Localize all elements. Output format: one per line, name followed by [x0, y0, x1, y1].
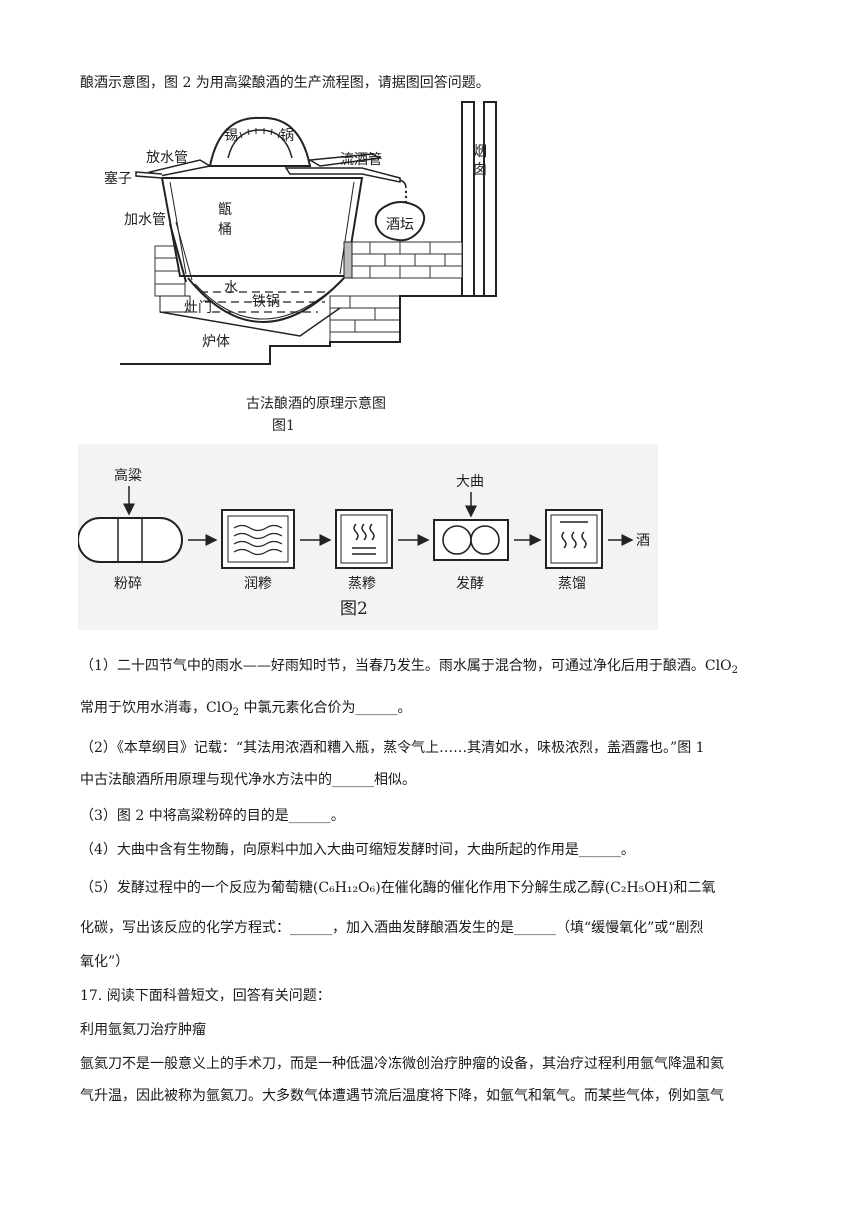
label-steamer-2: 桶 — [218, 222, 232, 238]
section-17-para-line-2: 气升温，因此被称为氩氦刀。大多数气体遭遇节流后温度将下降，如氩气和氧气。而某些气… — [80, 1088, 724, 1104]
section-17-title: 利用氩氦刀治疗肿瘤 — [80, 1022, 206, 1038]
label-stopper: 塞子 — [104, 170, 132, 187]
label-output-liquor: 酒 — [636, 533, 650, 549]
step-label-distill: 蒸馏 — [558, 576, 586, 592]
label-furnace: 炉体 — [202, 334, 230, 350]
q1-sub-b: 2 — [232, 707, 240, 718]
figure-1-caption-label: 图1 — [272, 418, 295, 434]
label-chimney-2: 囱 — [473, 162, 487, 178]
label-iron-pot: 铁锅 — [252, 294, 280, 310]
label-stove-door: 灶门 — [184, 300, 212, 316]
q1-text-b-pre: 常用于饮用水消毒，ClO — [80, 700, 233, 716]
label-liquor-pipe: 流酒管 — [340, 152, 382, 168]
step-label-crush: 粉碎 — [114, 576, 142, 592]
q1-text-b-post: 中氯元素化合价为______。 — [239, 700, 412, 716]
q5-ethanol-formula: (C₂H₅OH) — [604, 880, 674, 896]
label-tin-pot-2: 锅 — [280, 128, 294, 144]
label-drain-pipe: 放水管 — [146, 150, 188, 166]
figure-1-drawing: 锡 锅 放水管 流酒管 烟 囱 塞子 甑 桶 酒坛 加水管 水 铁锅 灶门 炉体… — [104, 101, 497, 434]
figure-1: 锡 锅 放水管 流酒管 烟 囱 塞子 甑 桶 酒坛 加水管 水 铁锅 灶门 炉体… — [100, 96, 500, 442]
label-steamer-1: 甑 — [218, 202, 232, 218]
step-label-wet: 润糁 — [244, 576, 272, 592]
question-5-line-a: （5）发酵过程中的一个反应为葡萄糖(C₆H₁₂O₆)在催化酶的催化作用下分解生成… — [80, 878, 780, 898]
question-5-line-b: 化碳，写出该反应的化学方程式：______，加入酒曲发酵酿酒发生的是______… — [80, 920, 704, 936]
figure-2-caption: 图2 — [340, 599, 368, 619]
step-label-steam: 蒸糁 — [348, 576, 376, 592]
question-2-line-a: （2）《本草纲目》记载：“其法用浓酒和糟入瓶，蒸令气上……其清如水，味极浓烈，盖… — [80, 740, 705, 756]
question-1-line-a: （1）二十四节气中的雨水——好雨知时节，当春乃发生。雨水属于混合物，可通过净化后… — [80, 656, 780, 676]
q5-text-mid: 在催化酶的催化作用下分解生成乙醇 — [380, 880, 605, 896]
label-water-pipe: 加水管 — [124, 212, 166, 228]
question-2-line-b: 中古法酿酒所用原理与现代净水方法中的______相似。 — [80, 772, 416, 788]
step-label-ferment: 发酵 — [456, 576, 484, 592]
label-liquor-jar: 酒坛 — [386, 217, 414, 233]
label-tin-pot-1: 锡 — [224, 128, 238, 144]
intro-line: 酿酒示意图，图 2 为用高粱酿酒的生产流程图，请据图回答问题。 — [80, 75, 490, 91]
figure-1-caption-title: 古法酿酒的原理示意图 — [246, 395, 386, 412]
q5-text-pre: （5）发酵过程中的一个反应为葡萄糖 — [80, 880, 313, 896]
q1-sub-a: 2 — [731, 665, 738, 676]
label-water: 水 — [224, 280, 238, 296]
question-4: （4）大曲中含有生物酶，向原料中加入大曲可缩短发酵时间，大曲所起的作用是____… — [80, 842, 635, 858]
question-1-line-b: 常用于饮用水消毒，ClO2 中氯元素化合价为______。 — [80, 698, 780, 718]
q1-text-a: （1）二十四节气中的雨水——好雨知时节，当春乃发生。雨水属于混合物，可通过净化后… — [80, 658, 732, 674]
question-3: （3）图 2 中将高粱粉碎的目的是______。 — [80, 808, 345, 824]
label-sorghum: 高粱 — [114, 467, 142, 484]
label-chimney-1: 烟 — [473, 144, 487, 160]
figure-2-drawing: 高粱 大曲 — [77, 467, 650, 619]
question-5-line-c: 氧化”） — [80, 954, 130, 970]
section-17-heading: 17. 阅读下面科普短文，回答有关问题： — [80, 988, 331, 1004]
section-17-para-line-1: 氩氦刀不是一般意义上的手术刀，而是一种低温冷冻微创治疗肿瘤的设备，其治疗过程利用… — [80, 1056, 724, 1072]
q5-glucose-formula: (C₆H₁₂O₆) — [312, 880, 381, 896]
label-daqu: 大曲 — [456, 474, 484, 490]
figure-2: 高粱 大曲 — [77, 444, 658, 630]
q5-text-post: 和二氧 — [673, 880, 716, 896]
